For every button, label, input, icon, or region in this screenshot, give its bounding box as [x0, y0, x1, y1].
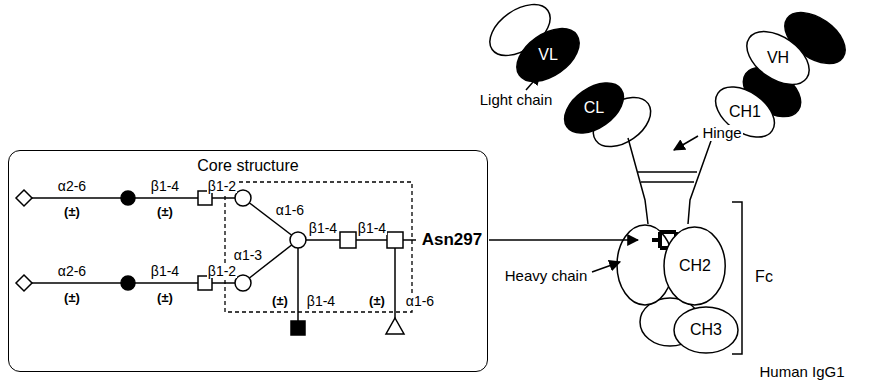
- linkage-label: β1-2: [207, 264, 237, 279]
- domain-outline: [555, 73, 632, 144]
- domain-outline: [507, 18, 588, 93]
- vl-domain: VL: [512, 33, 584, 77]
- optional-mark: (±): [156, 205, 174, 219]
- domain-label: CL: [584, 99, 604, 117]
- optional-mark: (±): [156, 291, 174, 305]
- domain-label: CH3: [690, 321, 722, 339]
- linkage-label: α2-6: [57, 179, 87, 194]
- domain-label: CH1: [729, 103, 761, 121]
- linkage-label: β1-4: [150, 179, 180, 194]
- region-label: Fc: [754, 269, 774, 286]
- hinge-lines: [628, 138, 712, 224]
- optional-mark: (±): [63, 291, 81, 305]
- linkage-label: α2-6: [57, 264, 87, 279]
- linkage-label: β1-2: [207, 179, 237, 194]
- part-label: Heavy chain: [504, 268, 589, 284]
- linkage-label: α1-3: [233, 248, 263, 263]
- domain-outline: [664, 227, 725, 305]
- panel-title: Core structure: [197, 157, 298, 175]
- figure-label: Human IgG1: [758, 364, 845, 380]
- domain-label: VH: [767, 49, 789, 67]
- ch3-domain: CH3: [673, 306, 739, 354]
- part-label: Light chain: [479, 92, 554, 108]
- domain-outline: [674, 307, 738, 353]
- linkage-label: β1-4: [308, 221, 338, 236]
- linkage-label: α1-6: [405, 294, 435, 309]
- antibody-back-domains: [481, 0, 855, 346]
- vh-domain: VH: [742, 36, 814, 80]
- cl-domain: CL: [560, 87, 628, 129]
- optional-mark: (±): [63, 205, 81, 219]
- optional-mark: (±): [271, 294, 289, 308]
- glycan-bonds: [24, 198, 416, 328]
- domain-label: CH2: [679, 257, 711, 275]
- optional-mark: (±): [368, 294, 386, 308]
- part-label: Hinge: [701, 125, 742, 141]
- ch2-domain: CH2: [663, 226, 726, 306]
- residue-label: Asn297: [421, 231, 483, 249]
- linkage-label: α1-6: [275, 203, 305, 218]
- domain-label: VL: [538, 46, 558, 64]
- linkage-label: β1-4: [150, 264, 180, 279]
- core-dashed-box: [225, 182, 412, 312]
- linkage-label: β1-4: [306, 294, 336, 309]
- linkage-label: β1-4: [357, 221, 387, 236]
- glycan-residues: [16, 190, 404, 335]
- domain-outline: [737, 21, 818, 96]
